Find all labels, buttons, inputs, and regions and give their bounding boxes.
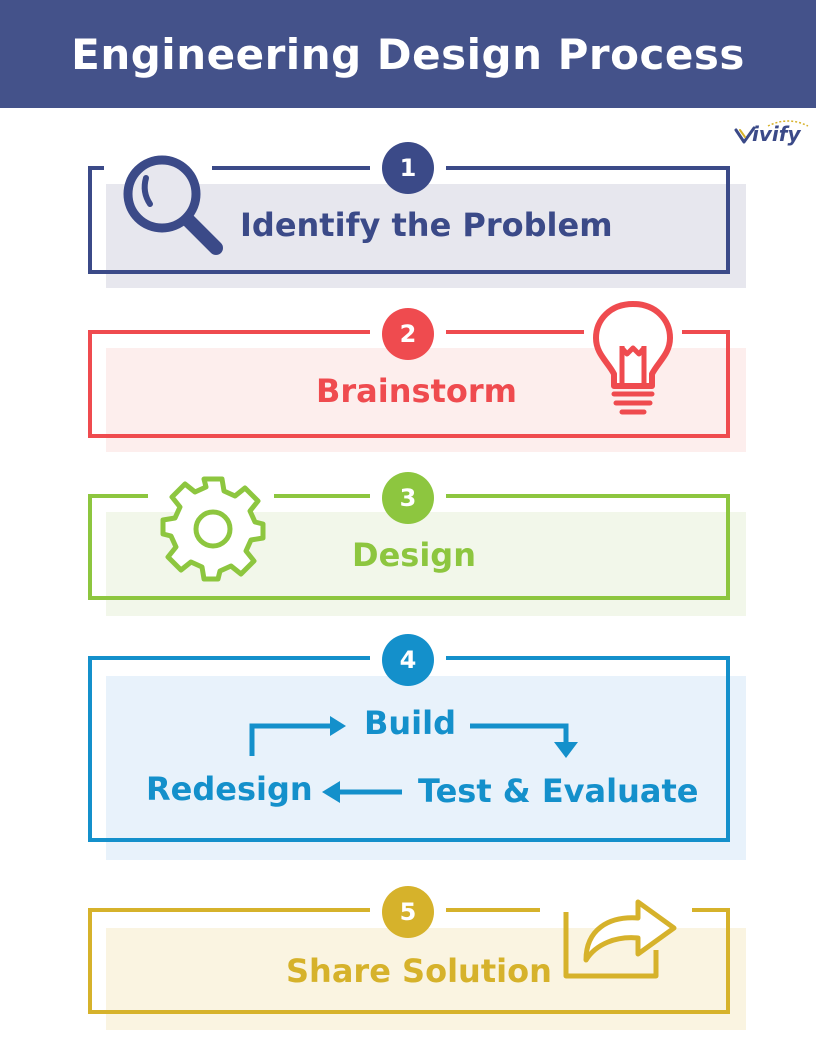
step-3-title: Design	[352, 536, 476, 574]
gear-icon	[160, 476, 266, 582]
build-label: Build	[364, 704, 457, 742]
step-4-panel	[106, 676, 746, 860]
test-evaluate-label: Test & Evaluate	[418, 772, 699, 810]
step-5-number-badge: 5	[382, 886, 434, 938]
step-5-title: Share Solution	[286, 952, 552, 990]
arrow-redesign-to-build-icon	[249, 723, 330, 756]
logo-v-mark-icon	[734, 126, 756, 144]
redesign-label: Redesign	[146, 770, 313, 808]
step-4-number-badge: 4	[382, 634, 434, 686]
logo-arc-icon	[767, 120, 809, 127]
step-3-number-badge: 3	[382, 472, 434, 524]
page-title: Engineering Design Process	[71, 29, 745, 79]
arrow-build-to-test-icon	[470, 723, 569, 744]
lightbulb-icon	[593, 301, 673, 415]
step-2-number-badge: 2	[382, 308, 434, 360]
magnifier-icon	[123, 155, 223, 255]
vivify-logo: ivify	[734, 118, 812, 154]
step-1-number-badge: 1	[382, 142, 434, 194]
share-arrow-icon	[563, 899, 677, 979]
header-banner: Engineering Design Process	[0, 0, 816, 108]
step-2-title: Brainstorm	[316, 372, 517, 410]
logo-text: ivify	[752, 122, 801, 146]
step-1-title: Identify the Problem	[240, 206, 613, 244]
